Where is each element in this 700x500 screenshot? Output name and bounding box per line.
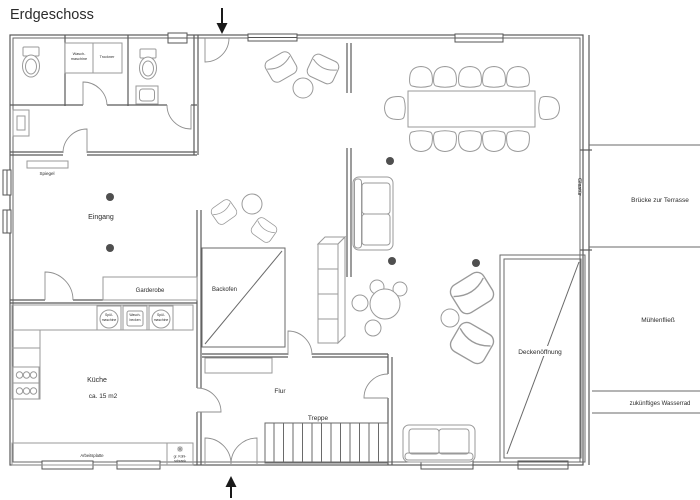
door-arcs — [44, 37, 389, 465]
entry-arrow-bottom — [225, 476, 237, 498]
window-top-left — [247, 33, 298, 42]
hallway: Flur Treppe — [204, 357, 389, 464]
dishwasher-icon: Spül- maschine — [96, 305, 122, 331]
side-table-icon — [440, 308, 460, 328]
armchair-icon — [248, 215, 280, 245]
glass-door-label: Glastür — [576, 178, 582, 196]
dryer-label: Trockner — [100, 55, 116, 59]
column-dots — [106, 157, 480, 267]
washer-dryer-closet: Wasch- maschine Trockner — [64, 42, 123, 74]
shelf-icon — [316, 235, 347, 345]
oven-room: Backofen — [201, 247, 286, 348]
room-label-backofen: Backofen — [212, 287, 237, 293]
mirror-label: Spiegel — [39, 171, 54, 176]
room-size-kueche: ca. 15 m2 — [89, 393, 118, 400]
wall-sink-icon — [12, 109, 30, 137]
armchair-icon — [208, 197, 240, 227]
exterior-right: Brücke zur Terrasse Mühlenfließ zukünfti… — [589, 144, 700, 414]
svg-text:schrank: schrank — [174, 459, 186, 463]
bridge-label: Brücke zur Terrasse — [631, 197, 689, 204]
mirror: Spiegel — [26, 160, 69, 176]
stairs — [264, 422, 389, 464]
chair-icon — [458, 130, 482, 152]
chair-icon — [409, 130, 433, 152]
chair-icon — [433, 130, 457, 152]
chair-icon — [482, 66, 506, 88]
waterwheel-label: zukünftiges Wasserrad — [630, 401, 691, 407]
svg-text:becken: becken — [130, 318, 141, 322]
entrance-area: Eingang Garderobe — [88, 214, 198, 301]
window-left-2 — [2, 209, 12, 234]
toilet-icon — [22, 46, 40, 78]
dining-table — [407, 90, 536, 128]
wardrobe: Garderobe — [102, 276, 198, 301]
chair-icon — [538, 96, 560, 120]
window-top-right — [454, 33, 504, 43]
washbasin-icon — [135, 85, 159, 105]
sink-icon: Wasch- becken — [122, 305, 148, 331]
millstream-label: Mühlenfließ — [641, 317, 675, 324]
stove-icon — [12, 366, 40, 400]
sofa-icon — [402, 424, 476, 463]
sofa-icon — [352, 176, 394, 251]
chair-icon — [433, 66, 457, 88]
side-table-icon — [241, 193, 263, 215]
room-label-kueche: Küche — [87, 377, 107, 384]
worktop: Arbeitsplatte gr. Kühl- schrank — [11, 442, 194, 466]
round-table-set — [351, 279, 408, 337]
room-label-treppe: Treppe — [308, 415, 329, 422]
chair-icon — [409, 66, 433, 88]
entry-arrow-top — [216, 8, 228, 34]
interior-walls — [10, 35, 393, 465]
chair-icon — [482, 130, 506, 152]
glass-door: Glastür — [576, 149, 592, 251]
page-title: Erdgeschoss — [10, 7, 94, 23]
dining-set — [384, 66, 560, 152]
ceiling-opening: Deckenöffnung — [499, 254, 586, 463]
armchair-icon — [262, 49, 300, 85]
window-bottom-4 — [517, 460, 569, 470]
room-label-flur: Flur — [274, 388, 286, 395]
window-top-small — [167, 32, 188, 44]
fridge-icon: gr. Kühl- schrank — [174, 446, 187, 463]
wc-block: Wasch- maschine Trockner Spiegel — [12, 42, 159, 176]
room-label-garderobe: Garderobe — [136, 288, 165, 294]
chair-icon — [458, 66, 482, 88]
chair-icon — [384, 96, 406, 120]
svg-text:maschine: maschine — [154, 318, 169, 322]
armchair-icon — [446, 268, 498, 318]
washer-label: Wasch- — [73, 52, 86, 56]
waterwheel-band: zukünftiges Wasserrad — [592, 390, 700, 414]
room-label-deckenoeffnung: Deckenöffnung — [518, 349, 562, 356]
double-entry-door — [204, 437, 258, 465]
side-table-icon — [292, 77, 314, 99]
svg-text:Spül-: Spül- — [105, 313, 113, 317]
worktop-label: Arbeitsplatte — [80, 453, 104, 458]
svg-text:gr. Kühl-: gr. Kühl- — [174, 455, 187, 459]
dishwasher-icon: Spül- maschine — [148, 305, 174, 331]
svg-text:Wasch-: Wasch- — [129, 313, 140, 317]
chair-icon — [506, 66, 530, 88]
window-left-1 — [2, 169, 12, 196]
kitchen: Spül- maschine Wasch- becken Spül- masch… — [11, 304, 194, 466]
living-area — [208, 49, 498, 463]
washer-label: maschine — [71, 57, 87, 61]
toilet-icon — [139, 48, 157, 80]
chair-icon — [506, 130, 530, 152]
armchair-icon — [446, 318, 498, 368]
svg-text:maschine: maschine — [102, 318, 117, 322]
room-label-eingang: Eingang — [88, 214, 114, 221]
svg-text:Spül-: Spül- — [157, 313, 165, 317]
